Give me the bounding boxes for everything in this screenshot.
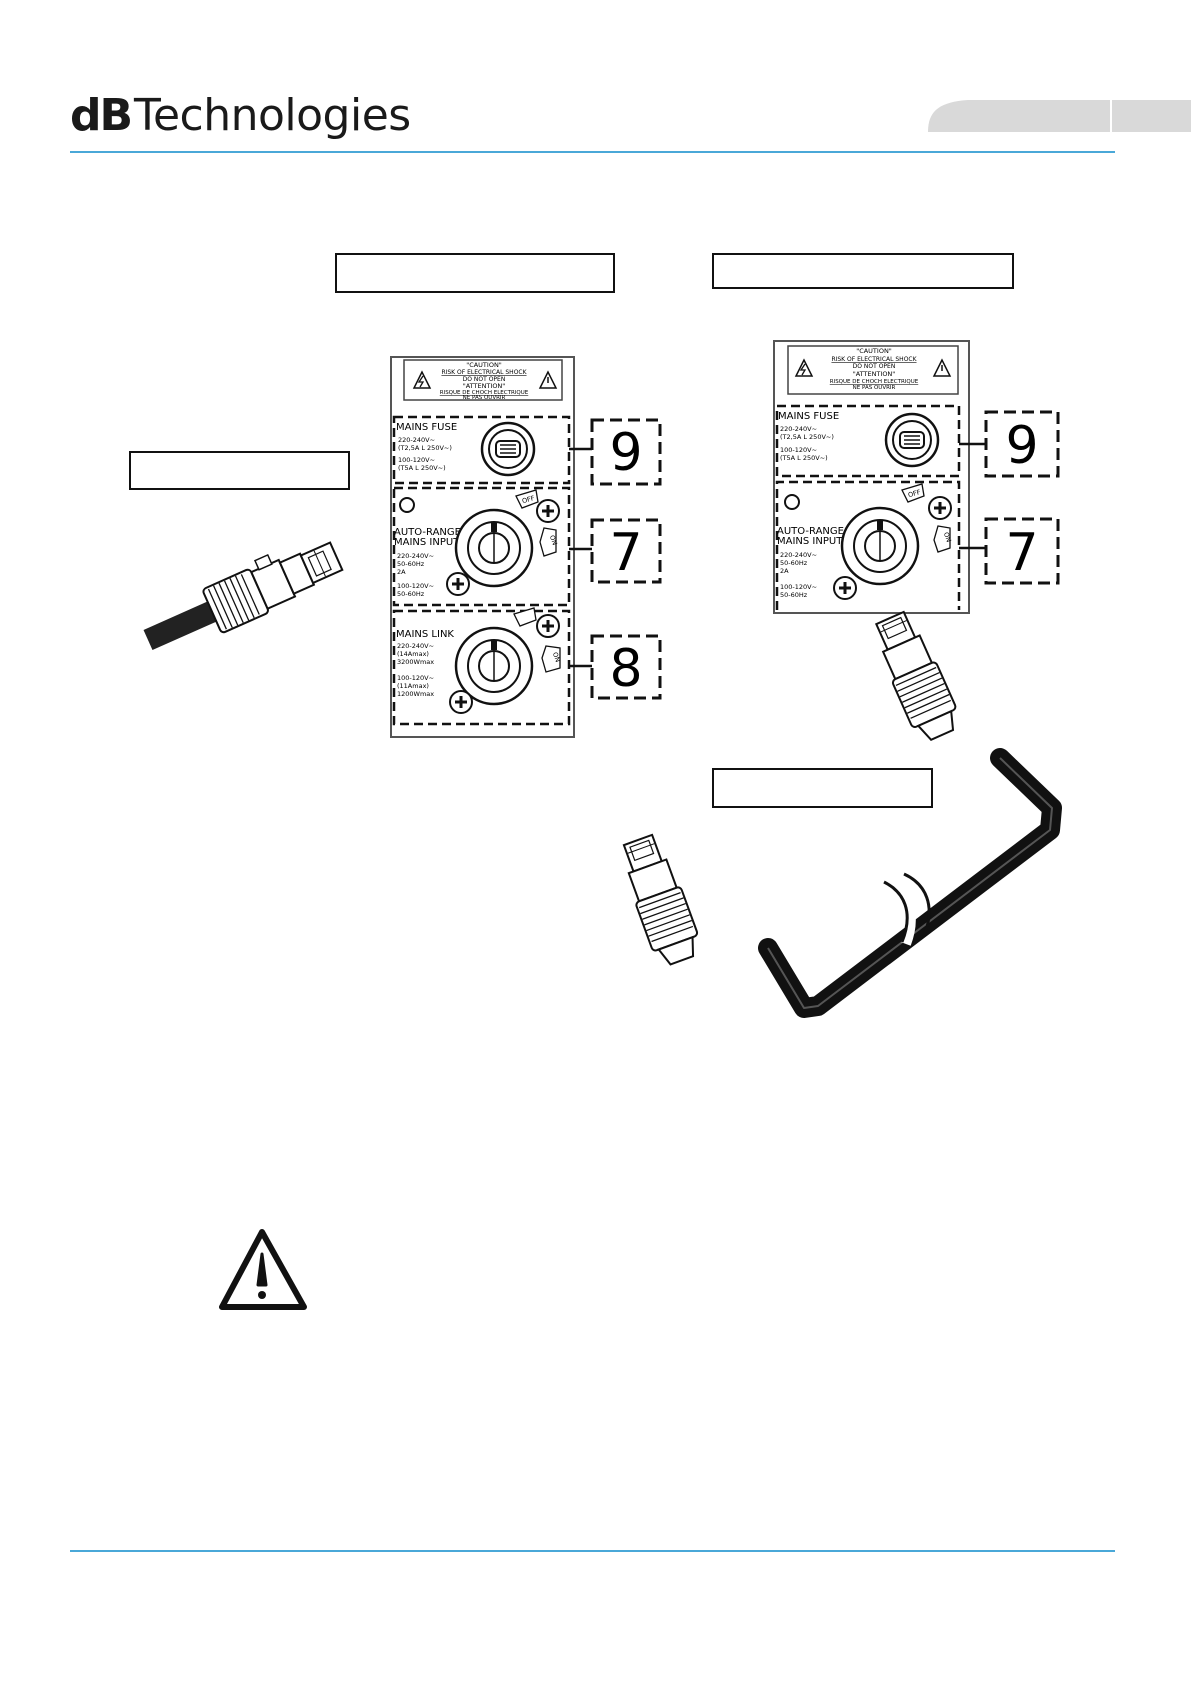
fuse-spec: 100-120V~ <box>398 456 435 464</box>
fuse-spec: 220-240V~ <box>398 436 435 444</box>
caution-line: RISK OF ELECTRICAL SHOCK <box>831 356 917 363</box>
input-title: MAINS INPUT <box>777 536 843 547</box>
fuse-title: MAINS FUSE <box>396 422 457 433</box>
plus-screw-icon <box>832 575 858 601</box>
warning-small-icon <box>538 370 558 389</box>
svg-text:ON: ON <box>551 651 562 663</box>
link-title: MAINS LINK <box>396 629 454 640</box>
fuse-holder-icon <box>884 412 940 468</box>
mains-input-connector-icon <box>840 506 920 586</box>
plus-screw-icon <box>927 495 953 521</box>
svg-text:OFF: OFF <box>521 494 535 505</box>
right-rear-panel: "CAUTION" RISK OF ELECTRICAL SHOCK DO NO… <box>773 340 1060 614</box>
footer-rule <box>70 1550 1115 1552</box>
caution-line: RISQUE DE CHOCH ELECTRIQUE <box>830 379 919 385</box>
brand-logo-bold: dB <box>70 90 133 141</box>
input-spec: 100-120V~ <box>780 583 817 591</box>
left-rear-panel: "CAUTION" RISK OF ELECTRICAL SHOCK DO NO… <box>390 356 662 738</box>
fuse-spec: 220-240V~ <box>780 425 817 433</box>
caution-line: "ATTENTION" <box>463 382 506 390</box>
fuse-spec: (T2,5A L 250V~) <box>780 433 834 441</box>
svg-text:ON: ON <box>942 531 953 543</box>
label-box-top-right <box>712 253 1014 289</box>
on-arrow-icon: ON <box>539 527 559 557</box>
mains-link-cable <box>614 607 1062 1018</box>
input-spec: 2A <box>397 568 406 576</box>
input-spec: 50-60Hz <box>780 591 808 599</box>
caution-line: DO NOT OPEN <box>463 376 506 383</box>
mains-input-connector-icon <box>454 508 534 588</box>
on-arrow-icon: ON <box>933 525 953 553</box>
header-rule <box>70 151 1115 153</box>
input-title: AUTO-RANGE <box>394 527 461 538</box>
caution-line: NE PAS OUVRIR <box>853 385 896 391</box>
input-title: AUTO-RANGE <box>777 526 844 537</box>
plus-screw-icon <box>535 498 561 524</box>
plus-screw-icon <box>448 689 474 715</box>
svg-text:ON: ON <box>548 534 559 546</box>
fuse-spec: (T5A L 250V~) <box>398 464 446 472</box>
brand-logo: dBTechnologies <box>70 90 411 141</box>
on-arrow-icon: ON <box>541 645 562 673</box>
fuse-spec: (T5A L 250V~) <box>780 454 828 462</box>
callout-number: 9 <box>1005 416 1038 476</box>
input-spec: 220-240V~ <box>397 552 434 560</box>
label-box-connector <box>129 451 350 490</box>
fuse-holder-icon <box>480 421 536 477</box>
input-spec: 50-60Hz <box>397 560 425 568</box>
left-powercon-plug <box>143 541 344 651</box>
label-box-top-left <box>335 253 615 293</box>
fuse-spec: 100-120V~ <box>780 446 817 454</box>
electric-shock-icon <box>412 370 432 389</box>
caution-line: "CAUTION" <box>856 347 892 355</box>
caution-line: DO NOT OPEN <box>853 363 896 370</box>
caution-line: RISQUE DE CHOCH ELECTRIQUE <box>440 390 529 396</box>
off-arrow-icon <box>513 607 537 627</box>
fuse-spec: (T2,5A L 250V~) <box>398 444 452 452</box>
callout-number: 9 <box>609 423 642 483</box>
link-spec: 3200Wmax <box>397 658 434 666</box>
link-spec: (14Amax) <box>397 650 429 658</box>
label-box-cable <box>712 768 933 808</box>
input-spec: 220-240V~ <box>780 551 817 559</box>
caution-line: "CAUTION" <box>466 361 502 369</box>
caution-line: "ATTENTION" <box>853 370 896 378</box>
warning-triangle-icon <box>219 1229 307 1310</box>
callout-number: 7 <box>1005 523 1038 583</box>
svg-text:OFF: OFF <box>907 488 921 499</box>
link-spec: (11Amax) <box>397 682 429 690</box>
off-arrow-icon: OFF <box>901 483 925 503</box>
input-spec: 2A <box>780 567 789 575</box>
callout-number: 7 <box>609 523 642 583</box>
caution-line: RISK OF ELECTRICAL SHOCK <box>441 369 527 376</box>
input-spec: 100-120V~ <box>397 582 434 590</box>
off-arrow-icon: OFF <box>515 489 539 509</box>
callout-number: 8 <box>609 639 642 699</box>
brand-logo-light: Technologies <box>134 90 411 141</box>
fuse-title: MAINS FUSE <box>778 411 839 422</box>
link-spec: 220-240V~ <box>397 642 434 650</box>
plus-screw-icon <box>535 613 561 639</box>
input-title: MAINS INPUT <box>394 537 460 548</box>
link-spec: 1200Wmax <box>397 690 434 698</box>
plus-screw-icon <box>445 571 471 597</box>
electric-shock-icon <box>794 358 814 377</box>
link-spec: 100-120V~ <box>397 674 434 682</box>
header-tab-shape <box>928 100 1191 132</box>
input-spec: 50-60Hz <box>780 559 808 567</box>
caution-line: NE PAS OUVRIR <box>463 395 506 401</box>
warning-small-icon <box>932 358 952 377</box>
input-spec: 50-60Hz <box>397 590 425 598</box>
